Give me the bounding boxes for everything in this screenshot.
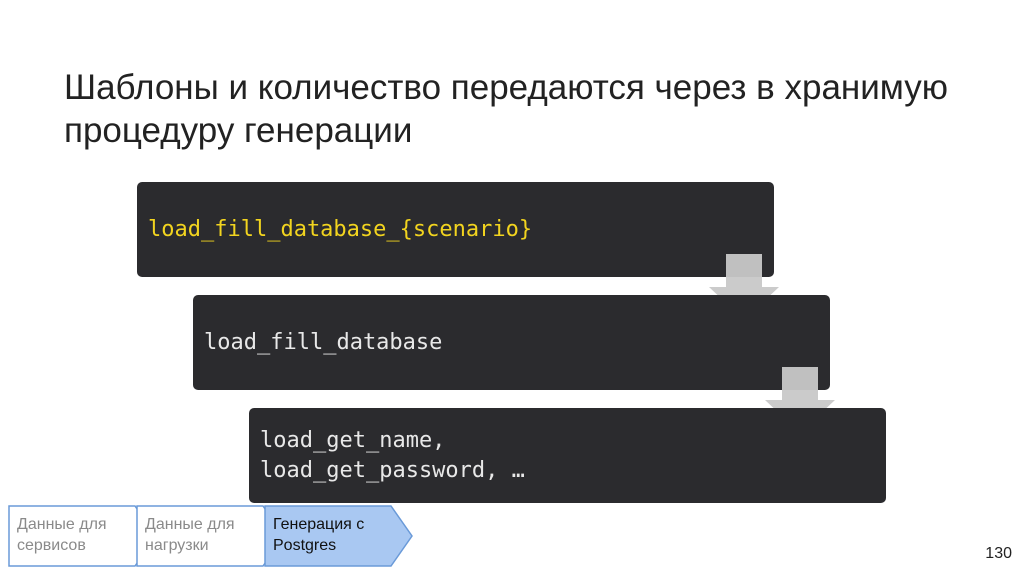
page-number: 130 [985, 545, 1012, 562]
flow-block-get-functions: load_get_name, load_get_password, … [249, 408, 886, 503]
breadcrumb-step-label: Данные для сервисов [17, 516, 107, 554]
chevron-shape [264, 505, 413, 567]
flow-block-scenario: load_fill_database_{scenario} [137, 182, 774, 277]
breadcrumb-step-label: Данные для нагрузки [145, 516, 235, 554]
breadcrumb-step-postgres[interactable]: Генерация с Postgres [264, 505, 414, 567]
flow-block-label: load_fill_database_{scenario} [148, 216, 533, 242]
flow-block-label: load_fill_database [204, 329, 443, 355]
breadcrumb-step-label: Генерация с Postgres [273, 516, 365, 554]
flow-block-label: load_get_name, load_get_password, … [260, 427, 525, 483]
breadcrumb: Данные для сервисов Данные для нагрузки … [8, 505, 418, 567]
breadcrumb-step-load[interactable]: Данные для нагрузки [136, 505, 286, 567]
slide-title: Шаблоны и количество передаются через в … [64, 68, 949, 150]
flow-block-fill-database: load_fill_database [193, 295, 830, 390]
